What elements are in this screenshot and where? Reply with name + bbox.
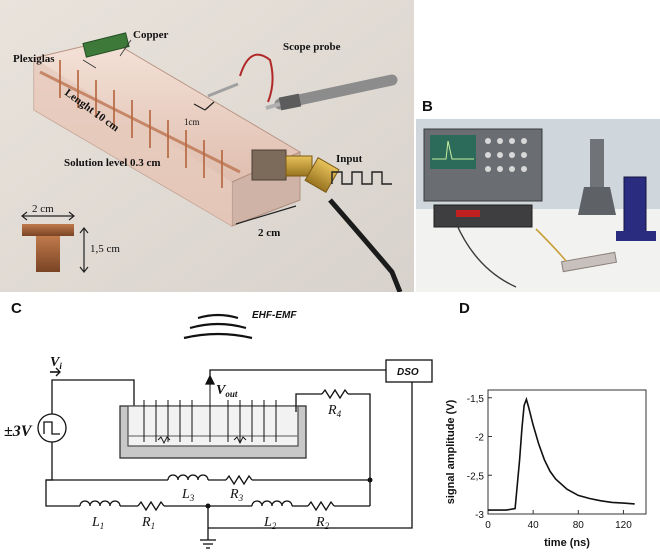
label-copper: Copper <box>133 29 169 41</box>
dso-box <box>385 359 433 383</box>
solution-tank <box>119 405 307 459</box>
antenna <box>578 139 656 241</box>
label-height-side: 1,5 cm <box>90 243 120 255</box>
y-axis-label: signal amplitude (V) <box>445 399 457 504</box>
label-width-top: 2 cm <box>32 203 54 215</box>
resistor-r1 <box>137 500 165 512</box>
pulse-source <box>37 413 67 443</box>
label-scope-probe: Scope probe <box>283 41 341 53</box>
x-tick-label-3: 120 <box>615 520 632 531</box>
inductor-l1 <box>79 500 121 507</box>
y-tick-label-2: -2,5 <box>467 471 485 482</box>
emf-wave-icon <box>183 313 253 340</box>
pulse-generator <box>433 204 533 228</box>
label-dso: DSO <box>397 367 419 378</box>
equivalent-circuit: EHF-EMF Vi ±3V Vout DSO R4 L3 R3 L1 R1 L… <box>4 310 433 549</box>
x-tick-label-0: 0 <box>485 520 491 531</box>
label-vout: Vout <box>216 383 238 399</box>
signal-chart: 0 40 80 120 -1,5 -2 -2,5 -3 time (ns) signal am… <box>445 389 647 549</box>
label-source: ±3V <box>4 423 33 440</box>
inductor-l2 <box>251 500 293 507</box>
device-photo: Copper Plexiglas Scope probe Lenght 10 c… <box>0 0 414 292</box>
label-plexiglas: Plexiglas <box>13 53 55 65</box>
x-axis-label: time (ns) <box>544 537 590 549</box>
sma-connector <box>285 155 340 193</box>
label-vi: Vi <box>50 355 62 371</box>
y-tick-label-0: -1,5 <box>467 394 485 405</box>
dimension-arrows <box>21 101 297 273</box>
label-r3: R3 <box>229 487 244 503</box>
label-input: Input <box>336 153 363 165</box>
label-r1: R1 <box>141 515 155 531</box>
lab-setup-photo <box>416 119 660 292</box>
pcb-board <box>82 32 130 58</box>
y-tick-label-1: -2 <box>475 433 484 444</box>
label-r4: R4 <box>327 403 342 419</box>
plot-frame <box>487 389 647 515</box>
input-square-wave <box>331 171 392 185</box>
device-on-bench <box>560 251 618 273</box>
electrode-profile-icon <box>22 224 74 272</box>
label-l1: L1 <box>91 515 104 531</box>
scope-probe <box>207 53 398 111</box>
label-l2: L2 <box>263 515 277 531</box>
x-tick-label-1: 40 <box>528 520 540 531</box>
signal-line <box>488 396 635 511</box>
end-connector <box>251 149 287 181</box>
panel-letter-d: D <box>459 300 470 317</box>
chart-ticks: 0 40 80 120 -1,5 -2 -2,5 -3 <box>467 394 632 531</box>
resistor-r3 <box>225 474 253 486</box>
resistor-r4 <box>321 388 349 400</box>
label-spacing: 1cm <box>184 117 200 127</box>
inductor-l3 <box>167 474 209 481</box>
label-width-base: 2 cm <box>258 227 280 239</box>
x-tick-label-2: 80 <box>573 520 585 531</box>
label-emf: EHF-EMF <box>252 310 297 321</box>
panel-letter-c: C <box>11 300 22 317</box>
y-tick-label-3: -3 <box>475 510 484 521</box>
ground-icon <box>200 539 216 549</box>
label-l3: L3 <box>181 487 195 503</box>
tank-electrodes <box>143 376 277 442</box>
label-r2: R2 <box>315 515 330 531</box>
oscilloscope <box>423 128 543 202</box>
panel-letter-b: B <box>422 98 433 115</box>
label-solution-level: Solution level 0.3 cm <box>64 157 161 169</box>
resistor-r2 <box>307 500 335 512</box>
